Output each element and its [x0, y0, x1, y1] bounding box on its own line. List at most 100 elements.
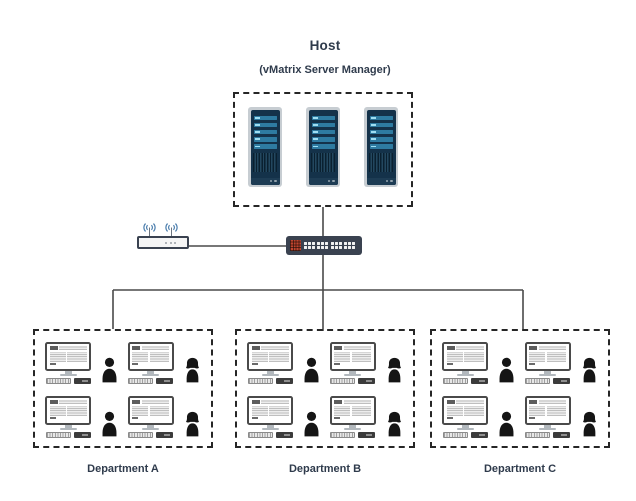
switch-port	[335, 246, 339, 250]
keyboard-icon	[442, 377, 468, 384]
thin-client-label	[283, 379, 290, 382]
wifi-antennas	[137, 221, 189, 236]
keyboard-icon	[330, 377, 355, 384]
screen-text-block	[334, 351, 350, 362]
switch-port	[316, 246, 320, 250]
screen-content	[132, 405, 169, 416]
peripherals	[45, 431, 91, 438]
peripherals	[442, 431, 488, 438]
user-icon	[498, 357, 515, 383]
switch-port	[339, 241, 343, 245]
server-drive-bay	[253, 115, 277, 121]
screen-content	[446, 405, 484, 416]
switch-port	[330, 246, 334, 250]
desktop-computer-icon	[127, 341, 175, 384]
thin-client-label	[366, 433, 372, 436]
screen-text-block	[261, 399, 289, 404]
diagram-title: Host	[309, 38, 341, 53]
keyboard-icon	[128, 431, 153, 438]
screen-text-block	[132, 351, 148, 362]
screen-text-block	[456, 345, 484, 350]
screen-text-block	[141, 345, 169, 350]
user-female-icon	[185, 357, 199, 383]
desktop-computer-icon	[44, 395, 92, 438]
peripherals	[247, 377, 293, 384]
screen-content	[334, 405, 371, 416]
monitor-stand	[349, 424, 356, 428]
server-status-bar	[366, 177, 396, 185]
switch-port	[330, 241, 334, 245]
peripherals	[128, 377, 173, 384]
screen-text-block	[351, 405, 371, 416]
peripherals	[442, 377, 488, 384]
host-server-group-box	[233, 92, 413, 207]
screen-text-block	[343, 399, 371, 404]
peripherals	[525, 377, 570, 384]
server-vent-grille	[253, 152, 277, 172]
desktop-computer-icon	[44, 341, 92, 384]
switch-port	[339, 246, 343, 250]
screen-header-block	[251, 399, 260, 404]
thin-client-icon	[358, 432, 375, 438]
keyboard-icon	[247, 431, 273, 438]
monitor-stand	[349, 370, 356, 374]
user-icon	[386, 357, 403, 383]
user-male-icon	[102, 411, 117, 437]
monitor-stand	[544, 370, 551, 374]
switch-port	[324, 241, 328, 245]
switch-port	[312, 246, 316, 250]
screen-content	[334, 417, 371, 419]
server-chassis	[366, 109, 396, 185]
server-drive-bay	[369, 137, 393, 142]
thin-client-label	[81, 379, 88, 382]
monitor-stand-base	[261, 373, 279, 376]
thin-client-icon	[156, 378, 173, 384]
monitor-stand	[64, 370, 72, 374]
server-status-led	[332, 179, 335, 183]
switch-port	[312, 241, 316, 245]
screen-footer-block	[49, 417, 56, 419]
user-male-icon	[304, 357, 319, 383]
server-rack-row	[235, 94, 411, 205]
drive-activity-light	[313, 138, 318, 141]
thin-client-icon	[470, 432, 488, 438]
thin-client-icon	[275, 432, 293, 438]
screen-content	[251, 345, 289, 350]
screen-footer-block	[529, 363, 535, 365]
thin-client-icon	[156, 432, 173, 438]
desktop-computer-icon	[329, 395, 377, 438]
router-led	[174, 241, 176, 244]
screen-content	[529, 351, 566, 362]
monitor-screen	[45, 341, 91, 371]
server-status-led	[390, 179, 393, 183]
server-drive-bays	[367, 110, 396, 149]
screen-content	[446, 363, 484, 365]
peripherals	[247, 431, 293, 438]
department-label-b: Department B	[288, 463, 362, 475]
peripherals	[330, 431, 375, 438]
monitor-stand-base	[539, 427, 556, 430]
monitor-stand-base	[59, 373, 77, 376]
keyboard-icon	[442, 431, 468, 438]
keyboard-icon	[45, 431, 71, 438]
screen-content	[251, 417, 289, 419]
desktop-computer-icon	[441, 341, 489, 384]
screen-text-block	[464, 405, 484, 416]
workstation	[246, 340, 325, 384]
server-tower-icon	[364, 107, 398, 187]
wifi-signal-icon	[143, 223, 156, 236]
screen-content	[251, 351, 289, 362]
drive-activity-light	[255, 124, 260, 126]
drive-activity-light	[371, 124, 376, 126]
monitor-stand-base	[344, 427, 361, 430]
department-box-c	[430, 329, 610, 448]
screen-text-block	[538, 399, 566, 404]
screen-content	[529, 405, 566, 416]
server-chassis	[308, 109, 338, 185]
server-drive-bay	[311, 144, 335, 149]
switch-port	[351, 246, 355, 250]
wireless-router-icon	[137, 221, 189, 249]
monitor-stand	[64, 424, 72, 428]
thin-client-label	[561, 433, 567, 436]
